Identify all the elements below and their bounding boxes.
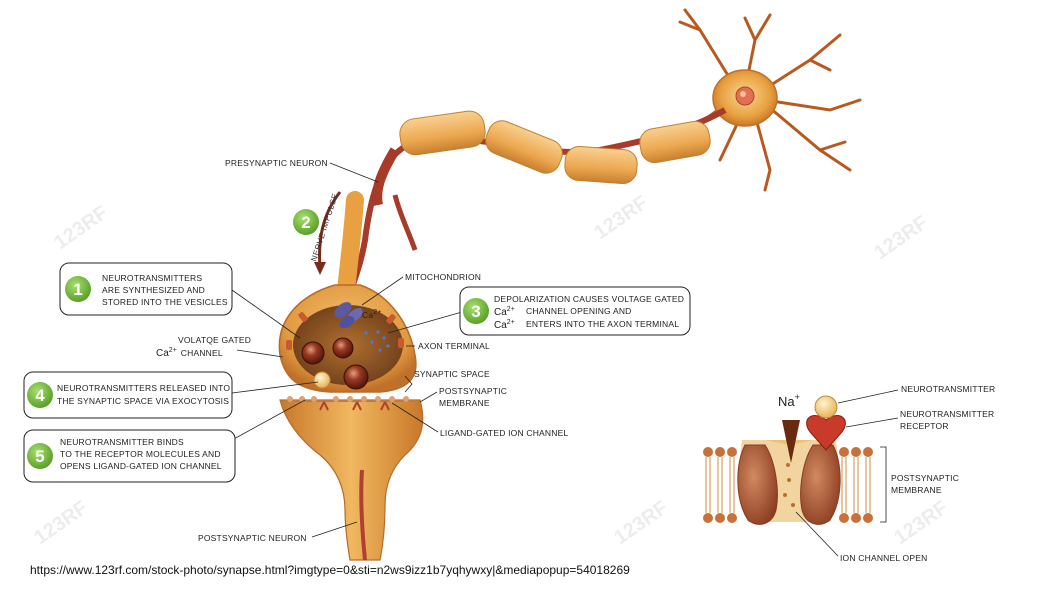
svg-text:CHANNEL OPENING AND: CHANNEL OPENING AND — [526, 306, 632, 316]
svg-text:NEUROTRANSMITTERS RELEASED INT: NEUROTRANSMITTERS RELEASED INTO — [57, 383, 230, 393]
step-3-box: 3 DEPOLARIZATION CAUSES VOLTAGE GATED Ca… — [459, 286, 691, 336]
lipid-bilayer — [703, 447, 873, 523]
step-4-number: 4 — [35, 386, 45, 405]
svg-text:ENTERS INTO THE AXON TERMINAL: ENTERS INTO THE AXON TERMINAL — [526, 319, 679, 329]
presynaptic-neuron-label: PRESYNAPTIC NEURON — [225, 158, 328, 168]
watermark: 123RF — [870, 212, 932, 264]
voltage-gated-label-line2: Ca2+CHANNEL — [156, 347, 223, 359]
watermark: 123RF — [590, 192, 652, 244]
myelin-sheath — [372, 110, 711, 251]
ion-channel-inset: Na+ — [703, 389, 899, 557]
synaptic-space-label: SYNAPTIC SPACE — [414, 369, 490, 379]
svg-text:OPENS LIGAND-GATED ION CHANNEL: OPENS LIGAND-GATED ION CHANNEL — [60, 461, 222, 471]
neuron-soma — [678, 8, 862, 192]
leader-lines — [231, 162, 463, 538]
step-2-number: 2 — [301, 213, 310, 232]
vesicle — [301, 341, 325, 365]
neurotransmitter-label: NEUROTRANSMITTER — [901, 384, 995, 394]
receptor — [806, 415, 846, 451]
mitochondrion — [334, 302, 363, 328]
watermark: 123RF — [610, 497, 672, 549]
nt-receptor-label-1: NEUROTRANSMITTER — [900, 409, 994, 419]
na-arrow — [782, 420, 800, 463]
svg-text:TO THE RECEPTOR MOLECULES AND: TO THE RECEPTOR MOLECULES AND — [60, 449, 221, 459]
step-1-number: 1 — [73, 280, 82, 299]
inset-membrane-label-1: POSTSYNAPTIC — [891, 473, 959, 483]
exocytosis-vesicle — [313, 371, 331, 389]
source-url[interactable]: https://www.123rf.com/stock-photo/synaps… — [30, 563, 630, 577]
postsynaptic-receptors — [285, 396, 418, 411]
neurotransmitter-ball — [814, 395, 838, 419]
watermark: 123RF — [50, 202, 112, 254]
vesicle — [343, 364, 369, 390]
voltage-gated-channel — [286, 312, 404, 350]
postsynaptic-membrane-label-1: POSTSYNAPTIC — [439, 386, 507, 396]
postsynaptic-neuron-label: POSTSYNAPTIC NEURON — [198, 533, 307, 543]
svg-text:STORED INTO THE VESICLES: STORED INTO THE VESICLES — [102, 297, 228, 307]
step-5-number: 5 — [35, 447, 44, 466]
svg-text:ARE SYNTHESIZED AND: ARE SYNTHESIZED AND — [102, 285, 205, 295]
svg-text:DEPOLARIZATION CAUSES VOLTAGE: DEPOLARIZATION CAUSES VOLTAGE GATED — [494, 294, 684, 304]
ion-channel-open-label: ION CHANNEL OPEN — [840, 553, 927, 563]
nerve-impulse-arrowhead — [314, 262, 326, 275]
calcium-ions — [364, 330, 390, 352]
ligand-gated-label: LIGAND-GATED ION CHANNEL — [440, 428, 568, 438]
vesicle — [332, 337, 354, 359]
svg-text:Ca2+: Ca2+ — [494, 319, 515, 331]
ca-ion-label: Ca2+ — [362, 309, 382, 320]
step-1-box: 1 NEUROTRANSMITTERS ARE SYNTHESIZED AND … — [59, 262, 233, 316]
svg-text:NEUROTRANSMITTER BINDS: NEUROTRANSMITTER BINDS — [60, 437, 184, 447]
watermark: 123RF — [890, 497, 952, 549]
mitochondrion-label: MITOCHONDRION — [405, 272, 481, 282]
nt-receptor-label-2: RECEPTOR — [900, 421, 949, 431]
step-3-number: 3 — [471, 302, 480, 321]
svg-text:Ca2+: Ca2+ — [494, 306, 515, 318]
inset-membrane-label-2: MEMBRANE — [891, 485, 942, 495]
na-label: Na+ — [778, 392, 800, 409]
postsynaptic-membrane-label-2: MEMBRANE — [439, 398, 490, 408]
step-4-box: 4 NEUROTRANSMITTERS RELEASED INTO THE SY… — [23, 371, 233, 419]
axon-terminal-label: AXON TERMINAL — [418, 341, 490, 351]
axon-terminal — [278, 284, 417, 393]
svg-text:NEUROTRANSMITTERS: NEUROTRANSMITTERS — [102, 273, 202, 283]
watermark: 123RF — [30, 497, 92, 549]
voltage-gated-label-line1: VOLATQE GATED — [178, 335, 251, 345]
svg-text:THE SYNAPTIC SPACE VIA EXOCYTO: THE SYNAPTIC SPACE VIA EXOCYTOSIS — [57, 396, 229, 406]
nerve-impulse-arrow — [318, 191, 342, 269]
postsynaptic-neuron-shape — [279, 396, 424, 561]
step-2-badge: 2 — [293, 209, 319, 235]
step-5-box: 5 NEUROTRANSMITTER BINDS TO THE RECEPTOR… — [23, 429, 236, 483]
